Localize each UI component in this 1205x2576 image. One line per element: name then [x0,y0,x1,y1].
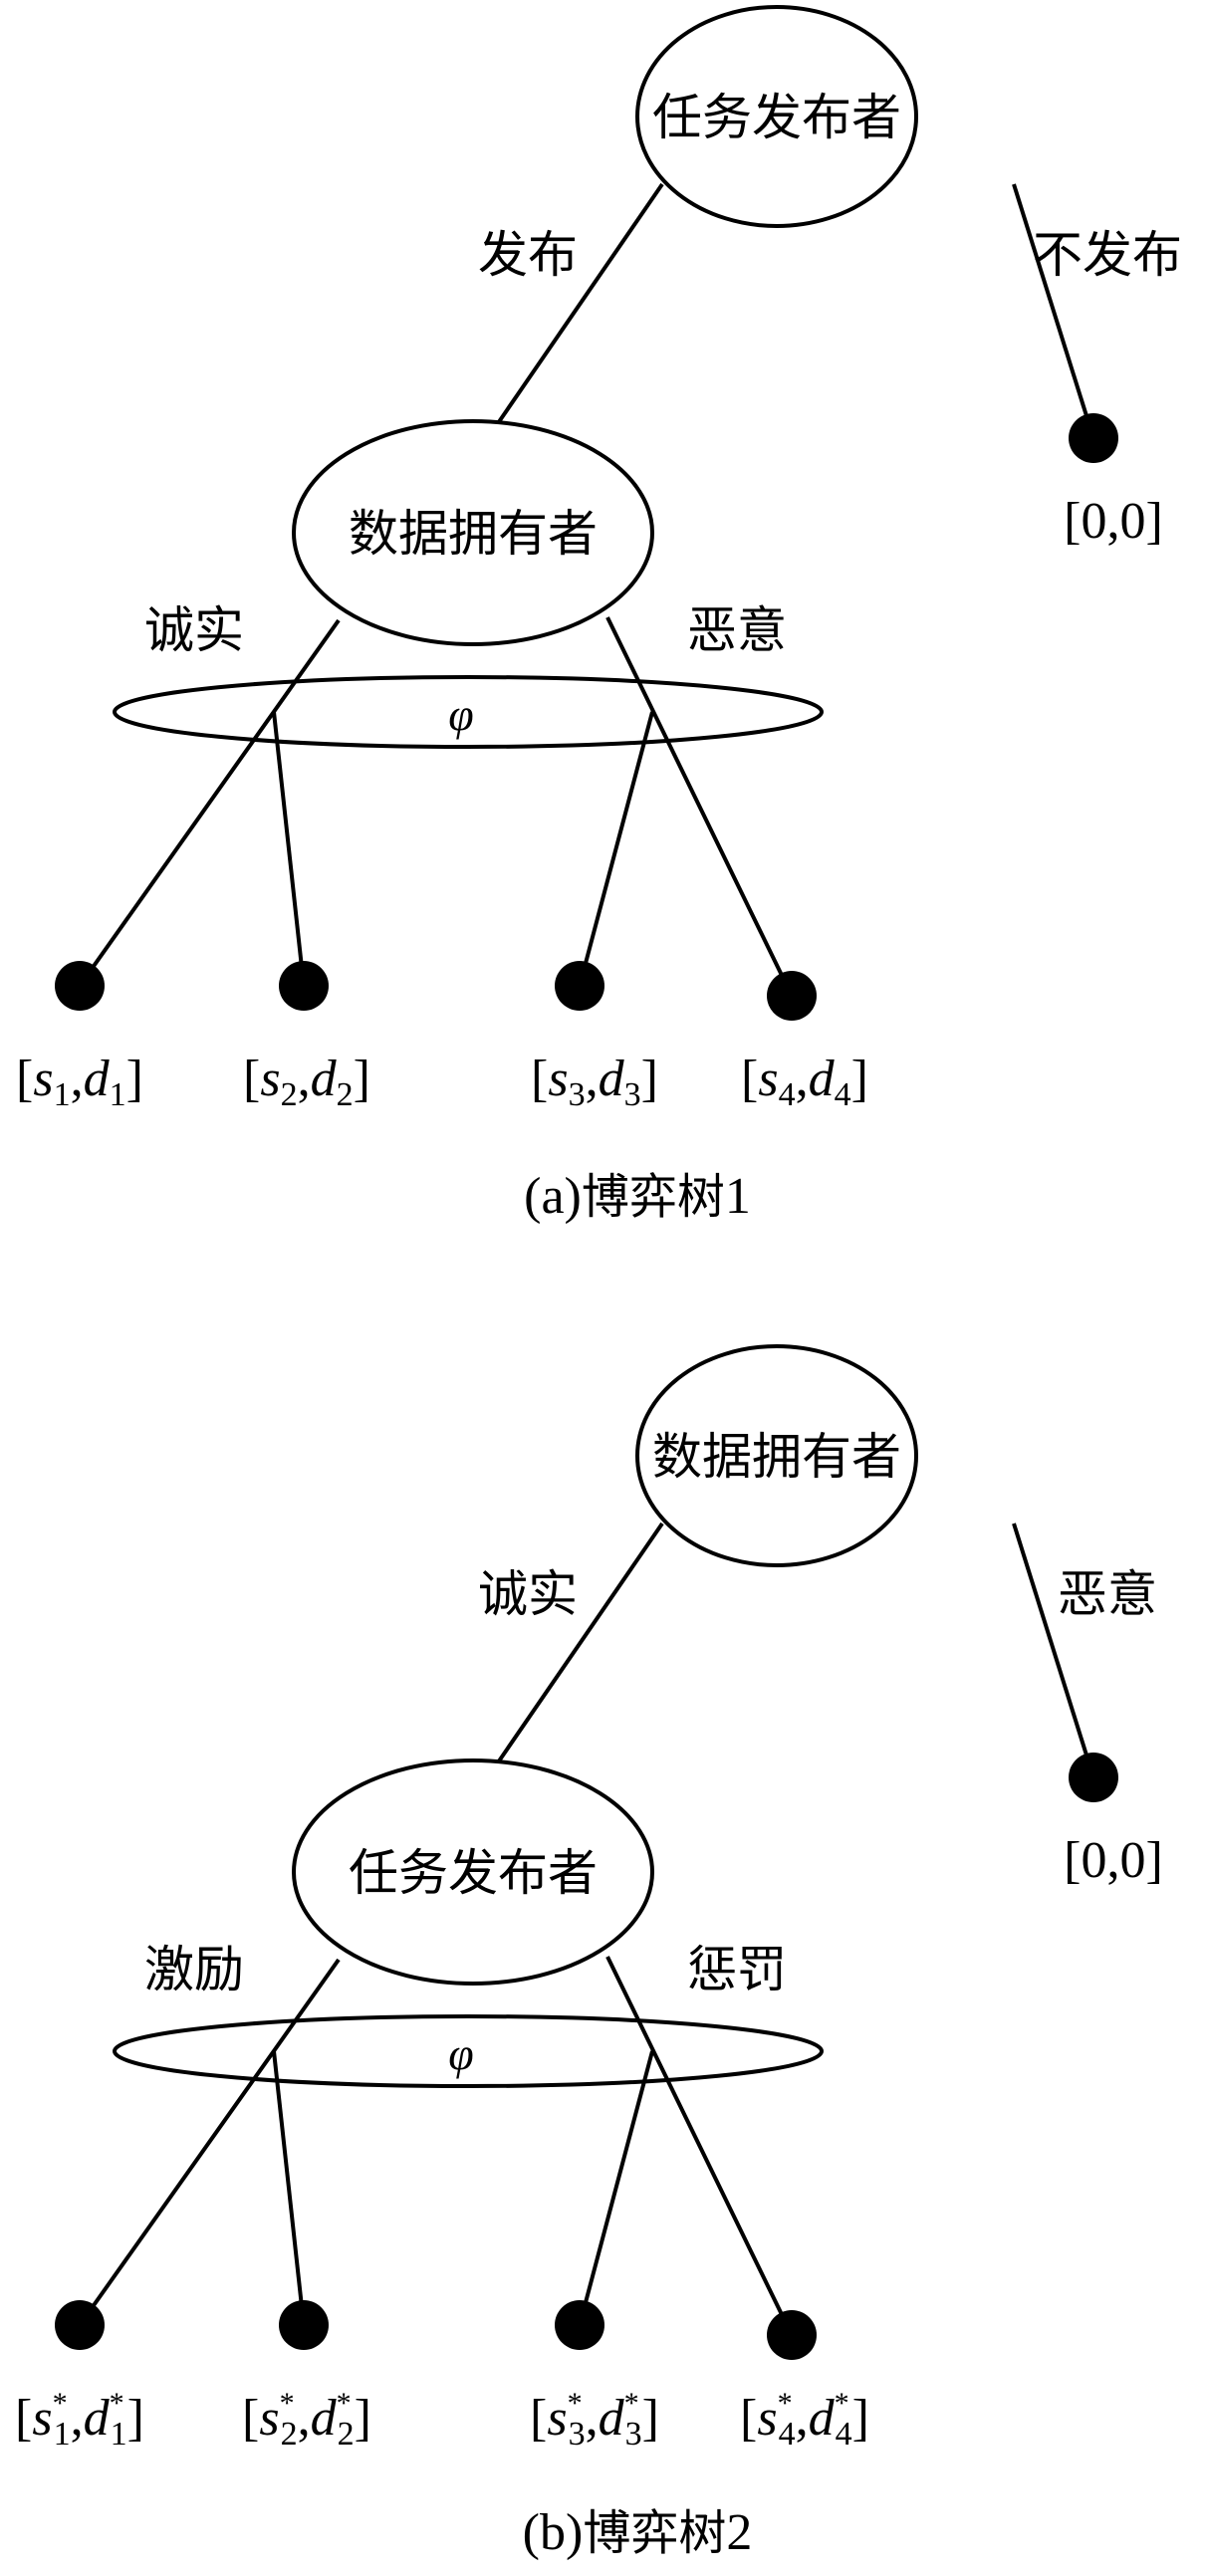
caption-b: (b)博弈树2 [523,2504,753,2561]
terminal-payoff-right: [0,0] [1064,493,1163,550]
leaf-payoff: [s*4,d*4] [740,2387,869,2453]
edge-publish [494,182,664,428]
second-node-label: 任务发布者 [349,1844,598,1902]
leaf-node [555,961,604,1011]
edge-punish-outer [605,1956,794,2336]
edge-honest-inner [272,711,306,987]
leaf-payoff: [s1,d1] [16,1051,143,1113]
action-label-punish: 惩罚 [687,1941,787,1998]
leaf-payoff: [s*1,d*1] [15,2387,144,2453]
edge-incentive-inner [272,2050,306,2326]
leaf-payoff: [s*3,d*3] [530,2387,659,2453]
root-node-label: 数据拥有者 [652,1428,901,1486]
leaf-node [55,961,105,1011]
leaf-node [279,2300,329,2350]
leaf-node [767,2310,817,2360]
edge-malicious-inner [578,711,654,987]
caption-a: (a)博弈树1 [524,1168,751,1225]
information-set-label: φ [448,2028,473,2079]
leaf-payoff: [s2,d2] [243,1051,370,1113]
leaf-node [279,961,329,1011]
information-set [113,2014,824,2088]
second-node-label: 数据拥有者 [349,505,598,563]
information-set-label: φ [448,689,473,740]
root-node-publisher [635,5,918,228]
action-label-honest: 诚实 [144,601,244,659]
edge-malicious [1012,1522,1095,1778]
game-tree-a: 任务发布者 发布 不发布 [0,0] 数据拥有者 诚实 恶意 φ [s1,d1]… [16,5,1182,1225]
game-tree-b: 数据拥有者 诚实 恶意 [0,0] 任务发布者 激励 惩罚 φ [s*1,d*1… [15,1344,1163,2561]
edge-punish-inner [578,2050,654,2326]
information-set [113,675,824,749]
terminal-payoff-right: [0,0] [1064,1832,1163,1889]
second-node-publisher [292,1758,654,1986]
edge-malicious-outer [605,616,794,997]
edge-honest [494,1522,664,1767]
action-label-publish: 发布 [478,226,578,284]
leaf-payoff: [s*2,d*2] [242,2387,371,2453]
leaf-payoff: [s4,d4] [741,1051,868,1113]
action-label-malicious: 恶意 [1058,1565,1157,1623]
action-label-incentive: 激励 [144,1941,244,1998]
leaf-node [767,971,817,1021]
edge-not-publish [1012,183,1095,439]
action-label-malicious: 恶意 [687,601,787,659]
action-label-honest: 诚实 [478,1565,578,1623]
terminal-node-right [1069,413,1118,463]
action-label-not-publish: 不发布 [1033,226,1182,284]
leaf-node [555,2300,604,2350]
second-node-data-owner [292,419,654,646]
leaf-payoff: [s3,d3] [531,1051,658,1113]
terminal-node-right [1069,1753,1118,1802]
root-node-label: 任务发布者 [652,89,901,146]
leaf-node [55,2300,105,2350]
root-node-data-owner [635,1344,918,1567]
